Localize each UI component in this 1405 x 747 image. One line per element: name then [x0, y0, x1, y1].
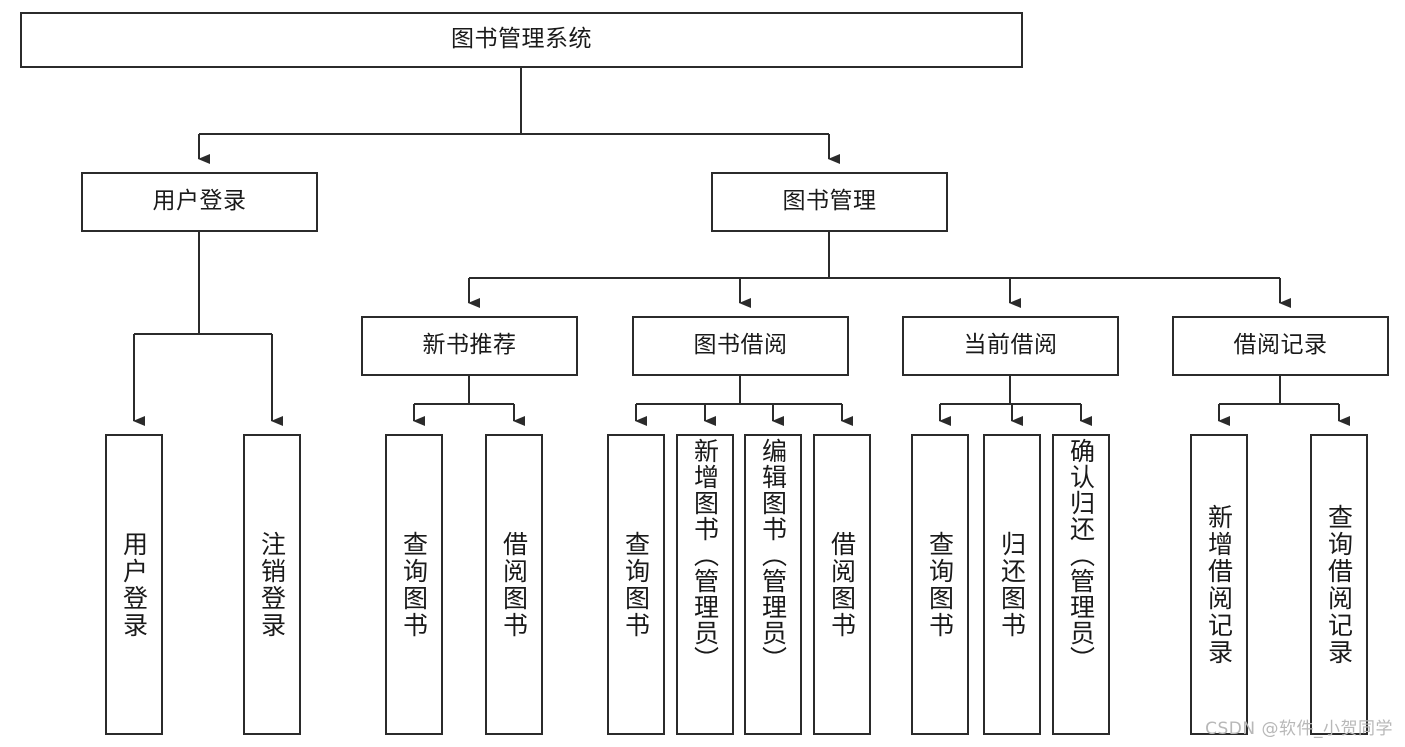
- node-label: 借阅图书: [499, 530, 529, 639]
- connector-bus: [414, 376, 514, 405]
- node-label: 用户登录: [119, 530, 149, 639]
- node-current-borrow[interactable]: 当前借阅: [902, 316, 1119, 376]
- node-label: 确认归还（管理员）: [1066, 438, 1096, 672]
- connector-bus: [199, 68, 829, 135]
- node-label: 新书推荐: [422, 332, 517, 359]
- node-leaf-add-book[interactable]: 新增图书（管理员）: [676, 434, 734, 735]
- node-label: 查询图书: [621, 530, 651, 639]
- node-label: 查询借阅记录: [1324, 503, 1354, 666]
- node-leaf-edit-book[interactable]: 编辑图书（管理员）: [744, 434, 802, 735]
- node-leaf-query-book-1[interactable]: 查询图书: [385, 434, 443, 735]
- node-label: 图书借阅: [693, 332, 788, 359]
- node-leaf-user-logout[interactable]: 注销登录: [243, 434, 301, 735]
- node-new-book-rec[interactable]: 新书推荐: [361, 316, 578, 376]
- node-user-login[interactable]: 用户登录: [81, 172, 318, 232]
- connector-bus: [469, 232, 1280, 279]
- node-label: 图书管理系统: [451, 26, 592, 53]
- node-leaf-confirm-return[interactable]: 确认归还（管理员）: [1052, 434, 1110, 735]
- node-label: 注销登录: [257, 530, 287, 639]
- node-root[interactable]: 图书管理系统: [20, 12, 1023, 68]
- node-label: 当前借阅: [963, 332, 1058, 359]
- node-label: 查询图书: [925, 530, 955, 639]
- connector-bus: [134, 232, 272, 335]
- node-label: 图书管理: [782, 188, 877, 215]
- node-leaf-return-book[interactable]: 归还图书: [983, 434, 1041, 735]
- node-label: 查询图书: [399, 530, 429, 639]
- node-leaf-user-login[interactable]: 用户登录: [105, 434, 163, 735]
- connector-bus: [1219, 376, 1339, 405]
- node-borrow-record[interactable]: 借阅记录: [1172, 316, 1389, 376]
- connector-bus: [940, 376, 1081, 405]
- node-label: 借阅图书: [827, 530, 857, 639]
- node-label: 用户登录: [152, 188, 247, 215]
- node-leaf-query-record[interactable]: 查询借阅记录: [1310, 434, 1368, 735]
- watermark-text: CSDN @软件_小贺同学: [1205, 719, 1393, 739]
- node-leaf-borrow-book-2[interactable]: 借阅图书: [813, 434, 871, 735]
- node-leaf-add-record[interactable]: 新增借阅记录: [1190, 434, 1248, 735]
- node-book-manage[interactable]: 图书管理: [711, 172, 948, 232]
- node-leaf-query-book-2[interactable]: 查询图书: [607, 434, 665, 735]
- node-label: 借阅记录: [1233, 332, 1328, 359]
- node-book-borrow[interactable]: 图书借阅: [632, 316, 849, 376]
- node-label: 新增借阅记录: [1204, 503, 1234, 666]
- connector-bus: [636, 376, 842, 405]
- node-label: 新增图书（管理员）: [690, 438, 720, 672]
- node-leaf-query-book-3[interactable]: 查询图书: [911, 434, 969, 735]
- node-label: 编辑图书（管理员）: [758, 438, 788, 672]
- node-label: 归还图书: [997, 530, 1027, 639]
- node-leaf-borrow-book-1[interactable]: 借阅图书: [485, 434, 543, 735]
